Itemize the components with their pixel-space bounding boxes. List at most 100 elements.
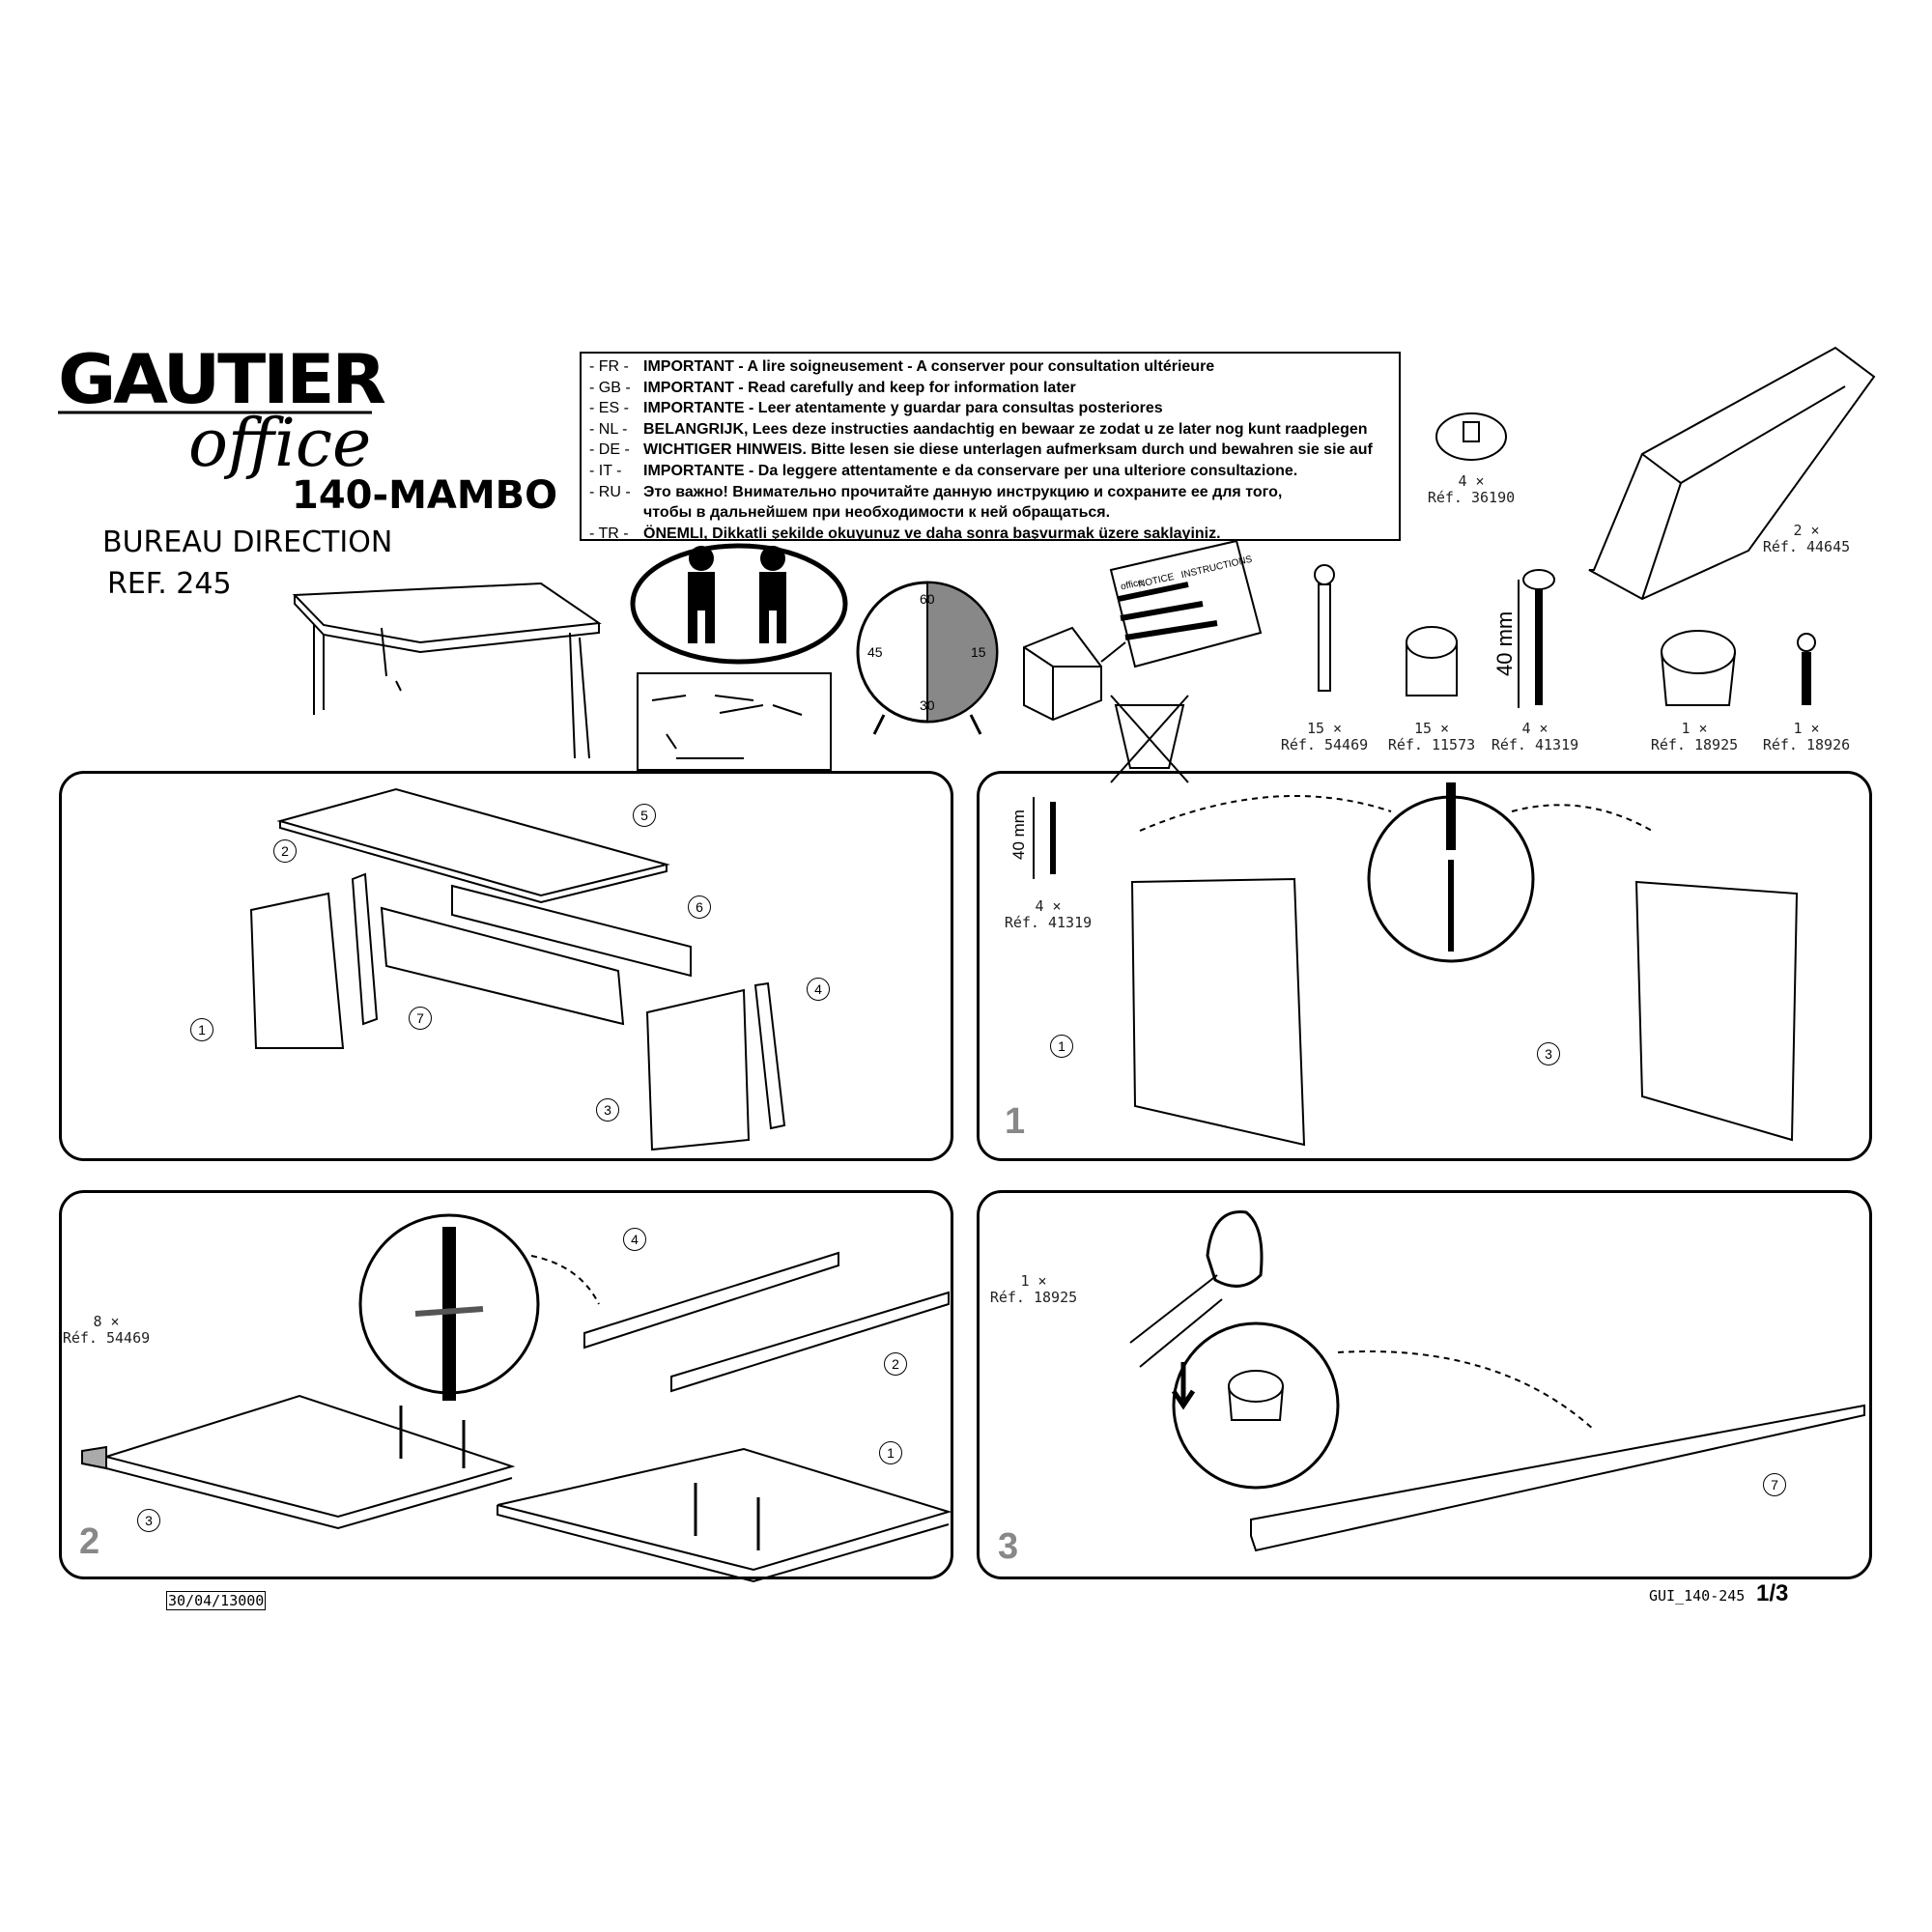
notice-lang: - RU - — [589, 483, 631, 500]
model-name: 140-MAMBO — [292, 473, 558, 518]
hardware-ref: Réf. 36190 — [1427, 489, 1516, 506]
hardware-qty: 1 × — [1793, 720, 1820, 737]
step3-panel — [977, 1190, 1872, 1579]
brand-logo: GAUTIER — [58, 340, 386, 419]
hardware-qty: 8 × — [93, 1313, 120, 1330]
hardware-qty: 1 × — [1681, 720, 1708, 737]
reference: REF. 245 — [107, 567, 232, 601]
callout: 4 — [807, 978, 830, 1001]
step2-panel — [59, 1190, 953, 1579]
hardware-qty: 4 × — [1458, 472, 1485, 490]
notice-lang: - NL - — [589, 420, 628, 438]
callout: 1 — [879, 1441, 902, 1464]
step-number-2: 2 — [79, 1521, 100, 1562]
tools-sketch — [651, 695, 803, 759]
callout: 7 — [409, 1007, 432, 1030]
callout: 5 — [633, 804, 656, 827]
important-notice-box: - FR - IMPORTANT - A lire soigneusement -… — [580, 352, 1401, 541]
callout: 3 — [596, 1098, 619, 1122]
hardware-qty: 15 × — [1413, 720, 1450, 737]
page-number: 1/3 — [1756, 1580, 1789, 1606]
hardware-36190: 4 ×Réf. 36190 — [1418, 473, 1524, 506]
notice-text: IMPORTANT - Read carefully and keep for … — [643, 379, 1076, 396]
step-number-3: 3 — [998, 1526, 1019, 1567]
product-name: BUREAU DIRECTION — [102, 526, 393, 559]
manual-lines — [1118, 582, 1218, 640]
overview-parts — [249, 787, 786, 1151]
step1-screw-length: 40 mm — [1009, 810, 1028, 860]
overview-panel — [59, 771, 953, 1161]
notice-text: BELANGRIJK, Lees deze instructies aandac… — [643, 420, 1368, 438]
hardware-44645: 2 ×Réf. 44645 — [1753, 523, 1860, 555]
callout: 6 — [688, 895, 711, 919]
callout: 3 — [1537, 1042, 1560, 1065]
hardware-ref: Réf. 41319 — [1491, 736, 1579, 753]
two-people-icon — [688, 546, 786, 643]
step2-drawings — [81, 1213, 952, 1583]
notice-lang: - GB - — [589, 379, 631, 396]
notice-lang: - IT - — [589, 462, 622, 479]
step1-hardware: 4 ×Réf. 41319 — [995, 898, 1101, 931]
no-bin-icon — [1110, 695, 1189, 783]
notice-text: IMPORTANT - A lire soigneusement - A con… — [643, 358, 1215, 375]
screw-length-label: 40 mm — [1492, 611, 1517, 676]
callout: 4 — [623, 1228, 646, 1251]
callout: 1 — [190, 1018, 213, 1041]
notice-text: IMPORTANTE - Leer atentamente y guardar … — [643, 400, 1163, 417]
tools-box — [637, 672, 832, 771]
hardware-qty: 2 × — [1793, 522, 1820, 539]
hardware-ref: Réf. 18925 — [989, 1289, 1078, 1306]
hardware-ref: Réf. 18925 — [1650, 736, 1739, 753]
step1-drawings — [1033, 782, 1799, 1147]
document-code: GUI_140-245 — [1649, 1587, 1746, 1605]
step1-panel — [977, 771, 1872, 1161]
desk-illustration — [292, 582, 602, 759]
box-icon — [1023, 626, 1102, 722]
document-date: 30/04/13000 — [166, 1591, 267, 1610]
arrow-icon — [1100, 641, 1126, 663]
notice-text: чтобы в дальнейшем при необходимости к н… — [643, 504, 1111, 522]
hardware-qty: 15 × — [1306, 720, 1343, 737]
hardware-ref: Réf. 11573 — [1387, 736, 1476, 753]
sub-brand-logo: office — [188, 406, 372, 482]
notice-lang: - TR - — [589, 525, 629, 541]
callout: 1 — [1050, 1035, 1073, 1058]
hardware-18925: 1 ×Réf. 18925 — [1641, 721, 1747, 753]
hardware-54469: 15 ×Réf. 54469 — [1271, 721, 1378, 753]
callout: 2 — [884, 1352, 907, 1376]
clock-label-30: 30 — [920, 697, 935, 713]
hardware-illustrations — [1314, 346, 1876, 708]
notice-text: IMPORTANTE - Da leggere attentamente e d… — [643, 462, 1298, 479]
hardware-18926: 1 ×Réf. 18926 — [1753, 721, 1860, 753]
notice-text: ÖNEMLI, Dikkatli şekilde okuyunuz ve dah… — [643, 525, 1221, 541]
people-circle-arrow — [630, 543, 848, 665]
hardware-ref: Réf. 54469 — [1280, 736, 1369, 753]
hardware-qty: 4 × — [1521, 720, 1548, 737]
hardware-ref: Réf. 18926 — [1762, 736, 1851, 753]
hardware-qty: 4 × — [1035, 897, 1062, 915]
hardware-11573: 15 ×Réf. 11573 — [1378, 721, 1485, 753]
clock-label-60: 60 — [920, 591, 935, 607]
step2-hardware: 8 ×Réf. 54469 — [53, 1314, 159, 1347]
callout: 7 — [1763, 1473, 1786, 1496]
clock-label-45: 45 — [867, 644, 883, 660]
notice-lang: - ES - — [589, 400, 629, 417]
notice-text: WICHTIGER HINWEIS. Bitte lesen sie diese… — [643, 441, 1373, 459]
step3-drawings — [1129, 1210, 1865, 1552]
hardware-qty: 1 × — [1020, 1272, 1047, 1290]
hardware-ref: Réf. 44645 — [1762, 538, 1851, 555]
clock-label-15: 15 — [971, 644, 986, 660]
hardware-41319: 4 ×Réf. 41319 — [1482, 721, 1588, 753]
hardware-ref: Réf. 41319 — [1004, 914, 1093, 931]
hardware-ref: Réf. 54469 — [62, 1329, 151, 1347]
clock-icon — [856, 581, 999, 735]
notice-lang: - FR - — [589, 358, 629, 375]
step-number-1: 1 — [1005, 1101, 1026, 1142]
notice-text: Это важно! Внимательно прочитайте данную… — [643, 483, 1283, 500]
notice-lang: - DE - — [589, 441, 630, 459]
notice-lang — [589, 502, 643, 524]
callout: 2 — [273, 839, 297, 863]
callout: 3 — [137, 1509, 160, 1532]
step3-hardware: 1 ×Réf. 18925 — [980, 1273, 1087, 1306]
